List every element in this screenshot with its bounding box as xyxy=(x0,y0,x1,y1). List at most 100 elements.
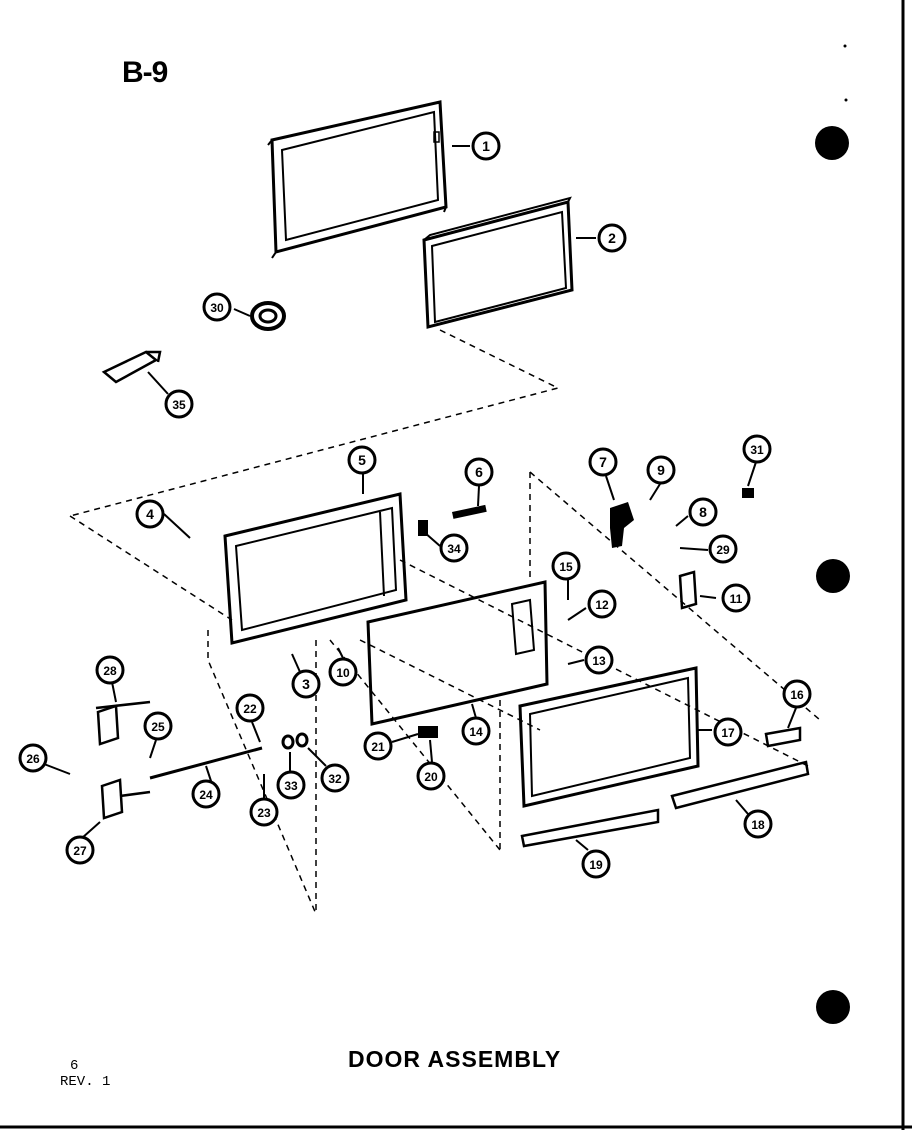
callout-number: 35 xyxy=(172,398,186,412)
page-title: B-9 xyxy=(122,56,168,89)
callout-number: 15 xyxy=(559,560,573,574)
callout-25: 25 xyxy=(143,711,173,741)
callout-circle xyxy=(416,761,446,791)
part-34-spring xyxy=(418,520,428,536)
callout-29: 29 xyxy=(708,534,738,564)
callout-number: 17 xyxy=(721,726,735,740)
callout-14: 14 xyxy=(461,716,491,746)
callout-26: 26 xyxy=(18,743,48,773)
part-28-hinge-bracket xyxy=(95,700,151,746)
callout-circle xyxy=(191,779,221,809)
callout-31: 31 xyxy=(742,434,772,464)
callout-18: 18 xyxy=(743,809,773,839)
callout-number: 4 xyxy=(146,506,154,522)
callout-circle xyxy=(95,655,125,685)
callout-circle xyxy=(461,716,491,746)
callout-number: 24 xyxy=(199,788,213,802)
callout-7: 7 xyxy=(588,447,618,477)
callout-33: 33 xyxy=(276,770,306,800)
part-31-plug xyxy=(742,488,754,498)
callout-number: 7 xyxy=(599,454,607,470)
punch-hole-middle xyxy=(816,559,850,593)
callout-number: 33 xyxy=(284,779,298,793)
part-18-bottom-strip xyxy=(670,760,810,810)
callout-number: 29 xyxy=(716,543,730,557)
speck xyxy=(843,44,847,48)
callout-circle xyxy=(688,497,718,527)
revision-label: REV. 1 xyxy=(60,1074,111,1090)
callout-5: 5 xyxy=(347,445,377,475)
callout-number: 31 xyxy=(750,443,764,457)
callout-circle xyxy=(471,131,501,161)
part-2-tray xyxy=(422,196,574,329)
callout-circle xyxy=(320,763,350,793)
callout-number: 11 xyxy=(730,592,743,606)
callout-24: 24 xyxy=(191,779,221,809)
callout-number: 16 xyxy=(790,688,804,702)
part-19-kick-plate xyxy=(520,808,660,848)
callout-number: 30 xyxy=(210,301,224,315)
callout-number: 21 xyxy=(371,740,385,754)
callout-15: 15 xyxy=(551,551,581,581)
callout-30: 30 xyxy=(202,292,232,322)
callout-number: 25 xyxy=(151,720,165,734)
callout-number: 23 xyxy=(257,806,271,820)
callout-circle xyxy=(328,657,358,687)
callout-8: 8 xyxy=(688,497,718,527)
callout-28: 28 xyxy=(95,655,125,685)
callout-number: 22 xyxy=(243,702,257,716)
callout-circle xyxy=(291,669,321,699)
callout-circle xyxy=(782,679,812,709)
callout-21: 21 xyxy=(363,731,393,761)
part-20-spring xyxy=(418,726,438,738)
callout-circle xyxy=(708,534,738,564)
callout-number: 18 xyxy=(751,818,765,832)
callout-circle xyxy=(742,434,772,464)
callout-3: 3 xyxy=(291,669,321,699)
callout-circle xyxy=(743,809,773,839)
part-6-hinge-pin xyxy=(452,504,487,519)
callout-16: 16 xyxy=(782,679,812,709)
callout-circle xyxy=(721,583,751,613)
callout-number: 26 xyxy=(26,752,40,766)
callout-number: 13 xyxy=(592,654,606,668)
callout-number: 14 xyxy=(469,725,483,739)
callout-10: 10 xyxy=(328,657,358,687)
part-11-bracket xyxy=(678,570,698,610)
callout-circle xyxy=(584,645,614,675)
callout-6: 6 xyxy=(464,457,494,487)
callout-number: 10 xyxy=(336,666,350,680)
callout-12: 12 xyxy=(587,589,617,619)
callout-number: 27 xyxy=(73,844,87,858)
callout-circle xyxy=(249,797,279,827)
part-5-inner-frame xyxy=(223,492,408,645)
part-32-washer xyxy=(295,732,309,748)
callout-1: 1 xyxy=(471,131,501,161)
callout-2: 2 xyxy=(597,223,627,253)
callout-4: 4 xyxy=(135,499,165,529)
callout-13: 13 xyxy=(584,645,614,675)
callout-number: 28 xyxy=(103,664,117,678)
callout-32: 32 xyxy=(320,763,350,793)
callout-20: 20 xyxy=(416,761,446,791)
part-16-clip xyxy=(764,726,802,748)
punch-hole-bottom xyxy=(816,990,850,1024)
part-35-handle xyxy=(101,350,162,384)
part-33-washer xyxy=(281,734,295,750)
callout-circle xyxy=(202,292,232,322)
callout-number: 34 xyxy=(447,542,461,556)
callout-circle xyxy=(135,499,165,529)
part-27-hinge xyxy=(100,778,151,820)
part-24-rod xyxy=(149,746,263,780)
callout-layer: 1234567891011121314151617181920212223242… xyxy=(18,131,812,879)
callout-circle xyxy=(597,223,627,253)
callout-circle xyxy=(18,743,48,773)
callout-9: 9 xyxy=(646,455,676,485)
callout-17: 17 xyxy=(713,717,743,747)
part-17-gasket xyxy=(518,666,700,808)
diagram-title: DOOR ASSEMBLY xyxy=(348,1046,562,1072)
callout-circle xyxy=(588,447,618,477)
part-30-grommet xyxy=(250,301,286,331)
part-14-inner-panel xyxy=(366,580,549,726)
